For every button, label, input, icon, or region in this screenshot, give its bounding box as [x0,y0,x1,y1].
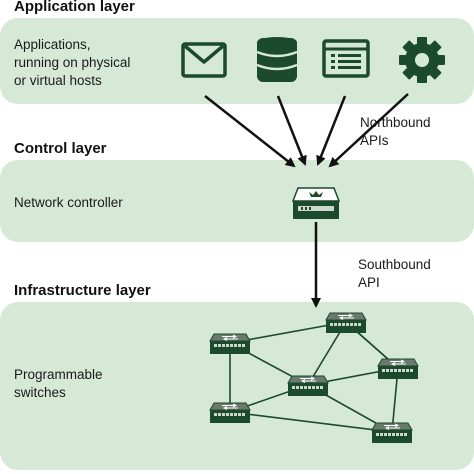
network-controller-label: Network controller [14,195,123,210]
switch-icon [209,333,251,355]
switch-icon [371,422,413,444]
infrastructure-layer-title: Infrastructure layer [14,282,151,299]
application-description: Applications, running on physical or vir… [14,36,130,90]
southbound-label-line: Southbound [358,257,431,272]
controller-server-icon [291,187,341,219]
gear-icon [399,37,445,83]
southbound-label-line: API [358,275,380,290]
application-layer-panel [0,18,474,104]
switch-icon [325,312,367,334]
application-description-line: running on physical [14,55,131,70]
browser-window-icon [322,39,370,78]
switch-icon [377,358,419,380]
switches-description-line: switches [14,385,66,400]
switch-icon [287,375,329,397]
northbound-arrows [204,93,409,168]
application-description-line: or virtual hosts [14,73,102,88]
mail-icon [181,42,227,78]
switch-icon [209,402,251,424]
control-layer-panel [0,160,474,242]
switches-description-line: Programmable [14,367,103,382]
switches-description: Programmable switches [14,366,103,402]
northbound-label-line: Northbound [360,115,431,130]
northbound-label: Northbound APIs [360,114,431,150]
control-layer-title: Control layer [14,140,107,157]
database-icon [256,37,298,82]
application-layer-title: Application layer [14,0,135,15]
northbound-label-line: APIs [360,133,389,148]
application-description-line: Applications, [14,37,91,52]
southbound-label: Southbound API [358,256,431,292]
